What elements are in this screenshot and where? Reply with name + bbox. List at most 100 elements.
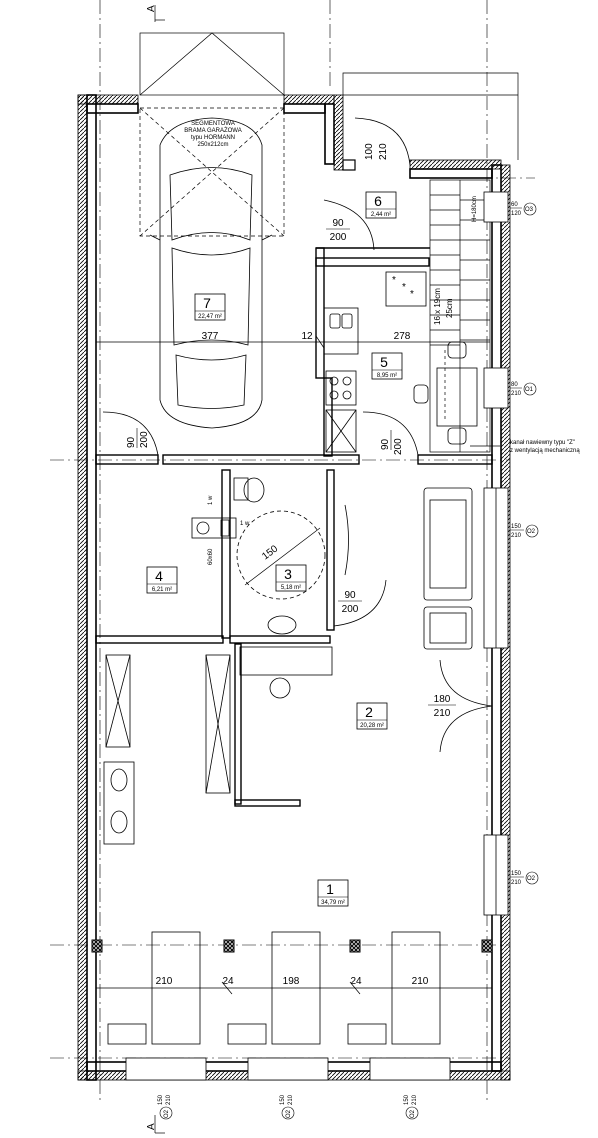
- svg-text:200: 200: [139, 431, 150, 448]
- svg-text:210: 210: [511, 391, 522, 397]
- vent-note: z wentylacją mechaniczną: [510, 448, 580, 454]
- svg-text:150: 150: [511, 524, 522, 530]
- svg-text:100: 100: [364, 143, 375, 160]
- door-label: 180 210: [428, 694, 456, 719]
- stair-label: 16 x 19cm: [433, 288, 442, 325]
- dim-278: 278: [394, 331, 411, 342]
- room-tag: 7 22,47 m²: [194, 293, 226, 321]
- svg-text:60: 60: [511, 202, 518, 208]
- svg-text:210: 210: [511, 533, 522, 539]
- window-label: 150 210 O2: [280, 1094, 295, 1120]
- svg-text:1: 1: [326, 881, 334, 897]
- section-line: [154, 5, 165, 1134]
- svg-text:200: 200: [330, 232, 347, 243]
- svg-text:O3: O3: [525, 207, 534, 213]
- dim-12: 12: [301, 331, 313, 342]
- svg-text:200: 200: [393, 438, 404, 455]
- door-label: 90 200: [126, 428, 150, 448]
- svg-text:O2: O2: [286, 1109, 292, 1118]
- section-mark-bottom: A: [146, 1123, 157, 1130]
- door-label: 90 200: [380, 430, 404, 455]
- room1-furniture: [103, 646, 441, 1045]
- gate-label: SEGMENTOWA BRAMA GARAŻOWA typu HORMANN 2…: [184, 121, 241, 148]
- room-tag: 1 34,79 m²: [317, 879, 349, 907]
- svg-text:2: 2: [365, 704, 373, 720]
- svg-text:120: 120: [511, 211, 522, 217]
- garage-gate: [139, 32, 285, 237]
- room-tag: 4 6,21 m²: [146, 566, 178, 594]
- window-label: 150 210 O2: [158, 1094, 173, 1120]
- svg-text:typu HORMANN: typu HORMANN: [191, 135, 235, 141]
- svg-text:5,18 m²: 5,18 m²: [281, 585, 301, 591]
- svg-text:180: 180: [434, 694, 451, 705]
- kitchen-marks: * * *: [392, 275, 414, 300]
- entrance-canopy: [342, 72, 519, 160]
- svg-text:*: *: [392, 275, 396, 286]
- svg-text:150: 150: [404, 1094, 410, 1105]
- bathroom: [191, 477, 349, 635]
- bottom-windows: [125, 1057, 451, 1081]
- svg-text:8,95 m²: 8,95 m²: [377, 373, 397, 379]
- svg-text:150: 150: [158, 1094, 164, 1105]
- svg-text:O2: O2: [164, 1109, 170, 1118]
- svg-text:O2: O2: [527, 876, 536, 882]
- svg-text:210: 210: [166, 1094, 172, 1105]
- dimension-line: [244, 527, 321, 586]
- svg-text:200: 200: [342, 604, 359, 615]
- dim-198: 198: [283, 976, 300, 987]
- dim-210-left: 210: [156, 976, 173, 987]
- svg-text:BRAMA GARAŻOWA: BRAMA GARAŻOWA: [184, 127, 241, 134]
- stair-label: 25cm: [445, 298, 454, 318]
- window-label: 150 210 O2: [510, 871, 539, 886]
- svg-text:3: 3: [284, 566, 292, 582]
- stair-label: H=180cm: [472, 196, 478, 222]
- svg-text:80: 80: [511, 382, 518, 388]
- dim-24-left: 24: [222, 976, 234, 987]
- dim-210-right: 210: [412, 976, 429, 987]
- dim-24-right: 24: [350, 976, 362, 987]
- svg-text:O2: O2: [527, 529, 536, 535]
- room-tag: 6 2,44 m²: [365, 191, 397, 219]
- svg-text:20,28 m²: 20,28 m²: [360, 723, 384, 729]
- svg-text:O1: O1: [525, 387, 534, 393]
- window-label: 150 210 O2: [510, 524, 539, 539]
- stairs: [429, 179, 491, 453]
- svg-text:6,21 m²: 6,21 m²: [152, 587, 172, 593]
- wc-label: 1 w: [240, 521, 250, 527]
- svg-text:210: 210: [511, 880, 522, 886]
- kitchen: [323, 271, 478, 453]
- room-tag: 5 8,95 m²: [371, 352, 403, 380]
- svg-text:*: *: [402, 282, 406, 293]
- svg-text:22,47 m²: 22,47 m²: [198, 314, 222, 320]
- door-swings: [102, 117, 493, 753]
- svg-text:250x212cm: 250x212cm: [197, 142, 228, 148]
- room-tag: 3 5,18 m²: [275, 564, 307, 592]
- window-label: 150 210 O2: [404, 1094, 419, 1120]
- svg-text:O2: O2: [410, 1109, 416, 1118]
- svg-text:90: 90: [332, 218, 344, 229]
- sofa: [423, 487, 473, 650]
- dimension-lines: [96, 335, 492, 995]
- svg-text:7: 7: [203, 295, 211, 311]
- door-label: 90 200: [326, 218, 350, 243]
- room-tag: 2 20,28 m²: [356, 702, 388, 730]
- interior-walls: [95, 247, 493, 807]
- svg-text:210: 210: [434, 708, 451, 719]
- svg-text:210: 210: [378, 143, 389, 160]
- svg-text:4: 4: [155, 568, 163, 584]
- svg-text:210: 210: [412, 1094, 418, 1105]
- svg-text:210: 210: [288, 1094, 294, 1105]
- svg-text:90: 90: [126, 436, 137, 448]
- svg-text:34,79 m²: 34,79 m²: [321, 900, 345, 906]
- right-windows: [483, 191, 509, 916]
- wc-label: 60x60: [208, 548, 214, 565]
- car: [149, 117, 273, 429]
- svg-text:SEGMENTOWA: SEGMENTOWA: [191, 121, 235, 127]
- svg-text:*: *: [410, 289, 414, 300]
- svg-text:150: 150: [280, 1094, 286, 1105]
- window-label: 60 120 O3: [510, 202, 537, 217]
- wc-label: 1 w: [208, 495, 214, 505]
- svg-text:5: 5: [380, 354, 388, 370]
